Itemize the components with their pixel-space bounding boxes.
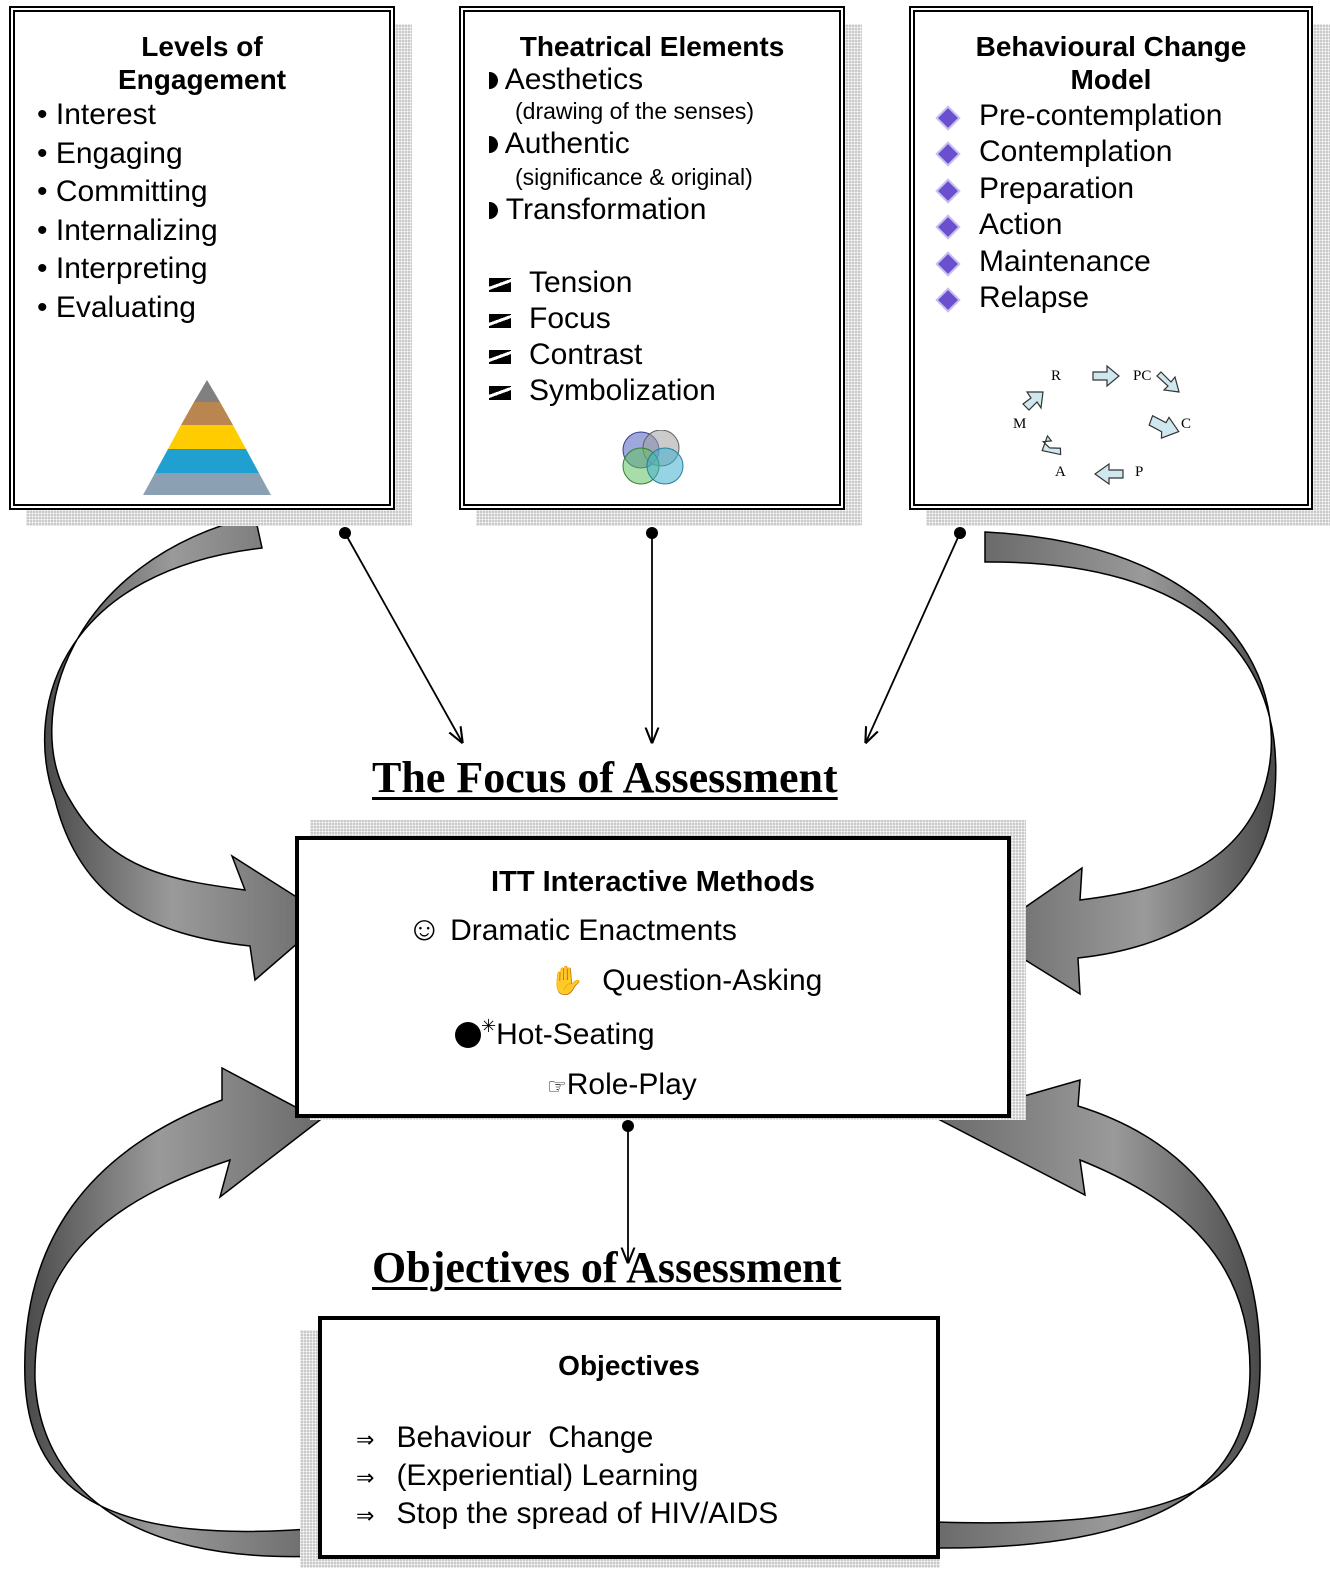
purple-diamond-icon	[938, 180, 958, 201]
bullet-icon: •	[37, 98, 48, 131]
list-item: • Committing	[37, 175, 208, 208]
engagement-box: Levels of Engagement • Interest • Engagi…	[9, 6, 395, 510]
purple-diamond-icon	[938, 144, 958, 165]
list-item: • Interest	[37, 98, 156, 131]
list-item: Contrast	[489, 337, 839, 373]
slanted-stroke-bullet-icon	[489, 314, 511, 328]
purple-diamond-icon	[938, 290, 958, 310]
half-circle-bullet-icon	[489, 202, 498, 219]
method-item: ☞Role-Play	[547, 1068, 697, 1101]
list-item-note: (drawing of the senses)	[515, 98, 755, 124]
bullet-icon: •	[37, 175, 48, 208]
engagement-title-line2: Engagement	[117, 64, 287, 95]
methods-box: ITT Interactive Methods ☺ Dramatic Enact…	[295, 836, 1011, 1118]
curved-arrow-bottom-right	[934, 1078, 1261, 1549]
list-item: Aesthetics	[489, 63, 839, 97]
pyramid-icon	[143, 380, 271, 495]
methods-title: ITT Interactive Methods	[491, 866, 815, 898]
list-item: ⇒Behaviour Change	[356, 1421, 654, 1454]
curved-arrow-top-right	[983, 531, 1277, 996]
behavioural-box: Behavioural Change Model Pre-contemplati…	[909, 6, 1313, 510]
bullet-icon: •	[37, 290, 48, 324]
list-item: Symbolization	[489, 373, 839, 409]
cycle-arrows	[1022, 364, 1180, 486]
cycle-label-c: C	[1181, 416, 1192, 432]
method-item: ✳Hot-Seating	[455, 1016, 655, 1052]
list-item: Tension	[489, 265, 839, 301]
behavioural-title-line2: Model	[1070, 64, 1152, 95]
objectives-list: ⇒Behaviour Change ⇒(Experiential) Learni…	[356, 1420, 778, 1534]
half-circle-bullet-icon	[489, 136, 498, 153]
smiley-icon: ☺	[407, 910, 442, 948]
cycle-label-pc: PC	[1133, 368, 1152, 384]
connector-lines	[344, 532, 961, 1262]
double-arrow-icon: ⇒	[356, 1465, 375, 1490]
theatrical-title: Theatrical Elements	[519, 31, 785, 62]
list-item: Focus	[489, 301, 839, 337]
venn-diagram-icon	[622, 430, 684, 485]
change-cycle: R PC C P A M	[1005, 352, 1205, 492]
behavioural-title-line1: Behavioural Change	[975, 31, 1247, 62]
method-item: ✋ Question-Asking	[549, 964, 823, 997]
list-item: ⇒Stop the spread of HIV/AIDS	[356, 1497, 779, 1530]
cycle-label-p: P	[1135, 464, 1144, 480]
curved-arrow-top-left	[43, 515, 330, 982]
bullet-icon: •	[37, 252, 48, 285]
objectives-box: Objectives ⇒Behaviour Change ⇒(Experient…	[318, 1316, 940, 1559]
theatrical-box: Theatrical Elements Aesthetics (drawing …	[459, 6, 845, 510]
objectives-title: Objectives	[558, 1350, 700, 1381]
curved-arrow-bottom-left	[24, 1066, 323, 1558]
purple-diamond-icon	[938, 253, 958, 274]
slanted-stroke-bullet-icon	[489, 278, 511, 292]
list-item: Transformation	[489, 191, 839, 229]
list-item-note: (significance & original)	[515, 164, 753, 190]
purple-diamond-icon	[938, 108, 958, 128]
list-item: Authentic	[489, 125, 839, 163]
cycle-label-m: M	[1013, 416, 1027, 432]
list-item: Maintenance	[937, 244, 1307, 280]
list-item: Pre-contemplation	[937, 98, 1307, 134]
objectives-heading: Objectives of Assessment	[372, 1243, 842, 1292]
double-arrow-icon: ⇒	[356, 1427, 375, 1452]
purple-diamond-icon	[938, 217, 958, 238]
list-item: • Interpreting	[37, 252, 208, 285]
focus-heading: The Focus of Assessment	[372, 753, 838, 802]
list-item: Contemplation	[937, 134, 1307, 170]
bomb-icon	[455, 1022, 481, 1048]
engagement-title-line1: Levels of	[141, 31, 263, 62]
engagement-list: • Interest • Engaging • Committing • Int…	[37, 96, 389, 327]
list-item: ⇒(Experiential) Learning	[356, 1459, 699, 1492]
bullet-icon: •	[37, 136, 48, 170]
pointing-hand-icon: ☞	[547, 1074, 567, 1099]
list-item: • Internalizing	[37, 213, 218, 247]
cycle-label-a: A	[1055, 464, 1066, 480]
slanted-stroke-bullet-icon	[489, 350, 511, 364]
list-item: • Evaluating	[37, 290, 196, 324]
list-item: Preparation	[937, 171, 1307, 207]
raised-hand-icon: ✋	[549, 965, 584, 996]
double-arrow-icon: ⇒	[356, 1503, 375, 1528]
cycle-label-r: R	[1051, 368, 1062, 384]
bullet-icon: •	[37, 213, 48, 247]
list-item: Relapse	[937, 280, 1307, 316]
half-circle-bullet-icon	[489, 72, 498, 89]
list-item: • Engaging	[37, 136, 183, 170]
list-item: Action	[937, 207, 1307, 243]
method-item: ☺ Dramatic Enactments	[407, 910, 737, 948]
slanted-stroke-bullet-icon	[489, 386, 511, 400]
